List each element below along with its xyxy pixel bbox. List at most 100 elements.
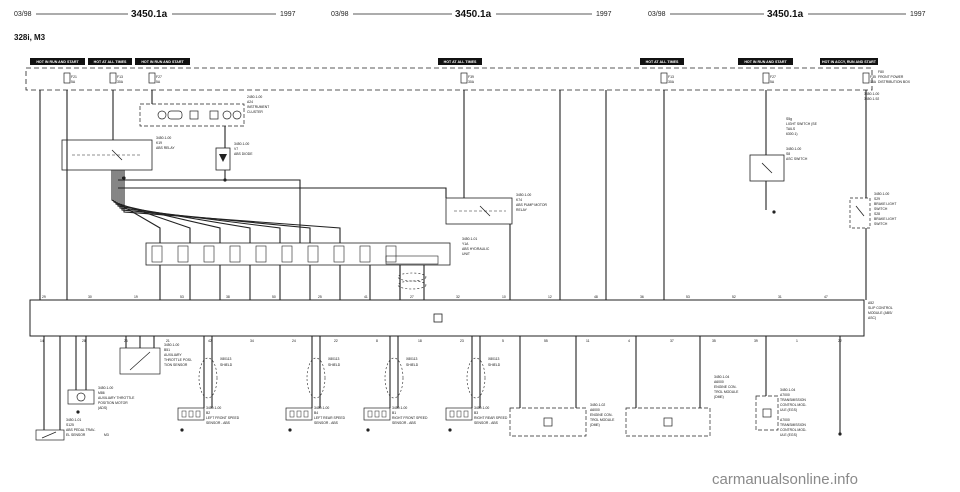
header-bar-1: 03/98 3450.1a 1997 (14, 9, 296, 20)
sensor-label: 3450.1-00 (392, 406, 407, 410)
svg-text:SWITCH: SWITCH (874, 222, 888, 226)
fuse-id: F39 (468, 75, 474, 79)
svg-text:3450.1-00: 3450.1-00 (516, 193, 531, 197)
svg-text:3450.1-00: 3450.1-00 (864, 92, 879, 96)
svg-text:3450.1-01: 3450.1-01 (462, 237, 477, 241)
pin-number: 11 (586, 339, 590, 343)
svg-text:3450.1-00: 3450.1-00 (98, 386, 113, 390)
abs-lamp-icon (167, 110, 183, 120)
abs-hydraulic-unit: 3450.1-01 Y1A ABS HYDRAULIC UNIT (145, 237, 490, 290)
pin-number: 39 (754, 339, 758, 343)
header-year: 1997 (596, 11, 612, 18)
fuse-rating: 30A (117, 80, 124, 84)
engine-control-module-1: 3450.1-02 A6000 ENGINE CON- TROL MODULE … (509, 403, 615, 437)
pin-number: 48 (594, 295, 598, 299)
sensor-label: 3450.1-00 (314, 406, 329, 410)
fuse-rating: 30A (468, 80, 475, 84)
hot-tag: HOT AT ALL TIMES (88, 58, 132, 65)
svg-text:ULE (EGS): ULE (EGS) (780, 433, 797, 437)
brake-light-switch: 3450.1-00 S29 BRAKE LIGHT SWITCH S28 BRA… (849, 192, 896, 229)
svg-text:A7000: A7000 (780, 418, 790, 422)
svg-text:THROTTLE POSI-: THROTTLE POSI- (164, 358, 192, 362)
fuse-id: F21 (71, 75, 77, 79)
svg-text:S8: S8 (786, 152, 790, 156)
sensor-label: B2 (206, 411, 210, 415)
svg-text:K74: K74 (516, 198, 522, 202)
pin-number: 55 (544, 339, 548, 343)
svg-text:S29: S29 (874, 197, 880, 201)
svg-text:6300.1): 6300.1) (786, 132, 798, 136)
light-switch-label: S5g LIGHT SWITCH (SE TAILS 6300.1) (786, 117, 818, 136)
module-icon (762, 408, 772, 418)
svg-text:LIGHT SWITCH (SE: LIGHT SWITCH (SE (786, 122, 818, 126)
svg-text:INSTRUMENT: INSTRUMENT (247, 105, 269, 109)
pin-number: 18 (418, 339, 422, 343)
pin-number: 41 (364, 295, 368, 299)
svg-text:S28: S28 (874, 212, 880, 216)
svg-text:B51: B51 (164, 348, 170, 352)
pin-number: 52 (732, 295, 736, 299)
shield-label: SHIELD (406, 363, 419, 367)
engine-control-module-2: 3450.1-04 A6000 ENGINE CON- TROL MODULE … (625, 375, 739, 437)
svg-text:ABS PEDAL TRAV-: ABS PEDAL TRAV- (66, 428, 95, 432)
solenoid-valves (151, 245, 397, 263)
svg-text:A7000: A7000 (780, 393, 790, 397)
svg-text:3450.1-04: 3450.1-04 (780, 388, 795, 392)
svg-text:ABS HYDRAULIC: ABS HYDRAULIC (462, 247, 490, 251)
svg-text:UNIT: UNIT (462, 252, 470, 256)
valve-coil-icon (307, 245, 319, 263)
svg-text:DISTRIBUTION BOX: DISTRIBUTION BOX (878, 80, 911, 84)
pin-number: 27 (410, 295, 414, 299)
hot-tag-label: HOT AT ALL TIMES (94, 60, 127, 64)
sensor-label: SENSOR - ABS (314, 421, 339, 425)
sensor-label: 3450.1-00 (474, 406, 489, 410)
module-icon (663, 417, 673, 427)
svg-text:CONTROL MOD-: CONTROL MOD- (780, 403, 806, 407)
svg-text:TROL MODULE: TROL MODULE (714, 390, 739, 394)
hot-tag-label: HOT IN RUN AND START (141, 60, 184, 64)
pin-number: 31 (778, 295, 782, 299)
hot-tag-label: HOT AT ALL TIMES (646, 60, 679, 64)
valve-coil-icon (333, 245, 345, 263)
slip-control-module: A52 SLIP CONTROL MODULE (ABS/ ASC) (29, 299, 893, 337)
valve-coil-icon (203, 245, 215, 263)
svg-text:A6000: A6000 (714, 380, 724, 384)
svg-text:CONTROL MOD-: CONTROL MOD- (780, 428, 806, 432)
pin-number: 14 (40, 339, 44, 343)
fuse-rating: 5A (770, 80, 775, 84)
shield-label: SHIELD (220, 363, 233, 367)
sensor-label: B1 (392, 411, 396, 415)
motor-icon (76, 392, 86, 402)
svg-text:ABS PUMP MOTOR: ABS PUMP MOTOR (516, 203, 548, 207)
hot-tag: HOT IN RUN AND START (738, 58, 793, 65)
svg-text:SWITCH: SWITCH (874, 207, 888, 211)
svg-text:ASC): ASC) (868, 316, 876, 320)
svg-text:A24: A24 (247, 100, 253, 104)
shield-ref: X80113 (328, 357, 340, 361)
hot-tag: HOT IN ACCY, RUN AND START (820, 58, 878, 65)
valve-coil-icon (177, 245, 189, 263)
hot-tag: HOT AT ALL TIMES (438, 58, 482, 65)
header-date: 03/98 (331, 11, 349, 18)
svg-text:AUXILIARY THROTTLE: AUXILIARY THROTTLE (98, 396, 135, 400)
shield-icon (198, 357, 218, 399)
valve-coil-icon (229, 245, 241, 263)
header-year: 1997 (280, 11, 296, 18)
svg-text:A6000: A6000 (590, 408, 600, 412)
svg-text:V7: V7 (234, 147, 238, 151)
svg-text:TROL MODULE: TROL MODULE (590, 418, 615, 422)
svg-text:(DME): (DME) (590, 423, 600, 427)
shield-label: SHIELD (328, 363, 341, 367)
svg-text:3450.1-00: 3450.1-00 (874, 192, 889, 196)
pin-number: 22 (334, 339, 338, 343)
module-icon (543, 417, 553, 427)
valve-coil-icon (281, 245, 293, 263)
svg-text:TRANSMISSION: TRANSMISSION (780, 398, 806, 402)
svg-text:3450.1-04: 3450.1-04 (714, 375, 729, 379)
